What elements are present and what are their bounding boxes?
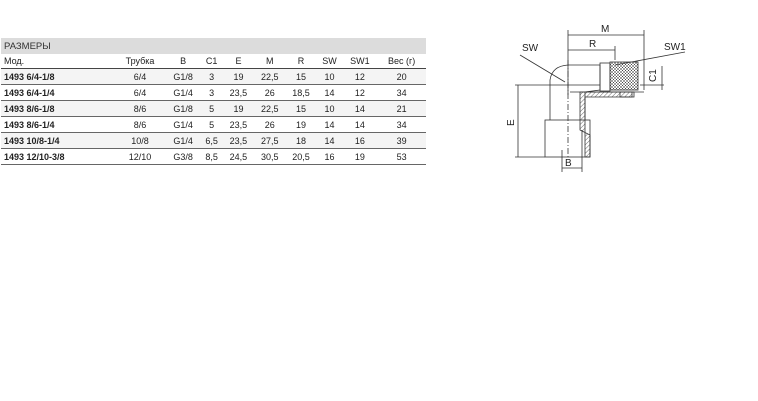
table-cell: 27,5 (254, 132, 286, 149)
column-header: SW1 (342, 54, 378, 69)
column-header: Мод. (1, 54, 115, 69)
table-cell: 14 (342, 100, 378, 117)
column-header: R (285, 54, 317, 69)
column-header: M (254, 54, 286, 69)
table-cell: 1493 6/4-1/4 (1, 84, 115, 101)
table-cell: 20 (377, 68, 426, 85)
table-cell: 6,5 (200, 132, 223, 149)
table-cell: 3 (200, 84, 223, 101)
column-header: SW (316, 54, 343, 69)
table-cell: 23,5 (222, 132, 255, 149)
column-header: C1 (200, 54, 223, 69)
table-cell: 19 (285, 116, 317, 133)
column-header: B (165, 54, 201, 69)
table-cell: 14 (316, 84, 343, 101)
table-cell: 14 (316, 132, 343, 149)
label-SW: SW (522, 43, 539, 54)
table-cell: 18 (285, 132, 317, 149)
table-cell: 24,5 (222, 148, 255, 165)
table-cell: G3/8 (165, 148, 201, 165)
table-cell: 26 (254, 84, 286, 101)
table-cell: 5 (200, 116, 223, 133)
label-R: R (589, 39, 596, 50)
table-cell: 22,5 (254, 100, 286, 117)
table-cell: 1493 12/10-3/8 (1, 148, 115, 165)
table-cell: 10 (316, 100, 343, 117)
table-cell: 22,5 (254, 68, 286, 85)
column-header: Трубка (114, 54, 166, 69)
table-cell: 12/10 (114, 148, 166, 165)
table-cell: 15 (285, 68, 317, 85)
table-cell: 19 (222, 68, 255, 85)
label-B: B (565, 158, 572, 169)
table-cell: 16 (316, 148, 343, 165)
table-cell: 1493 10/8-1/4 (1, 132, 115, 149)
label-SW1: SW1 (664, 42, 686, 53)
table-cell: 12 (342, 68, 378, 85)
table-cell: 12 (342, 84, 378, 101)
table-cell: 34 (377, 116, 426, 133)
table-cell: 16 (342, 132, 378, 149)
table-cell: 19 (222, 100, 255, 117)
label-C1: C1 (648, 69, 659, 82)
table-cell: 8/6 (114, 100, 166, 117)
table-cell: G1/4 (165, 116, 201, 133)
table-cell: 10 (316, 68, 343, 85)
table-title: РАЗМЕРЫ (1, 38, 426, 54)
table-cell: G1/8 (165, 68, 201, 85)
table-cell: 1493 8/6-1/8 (1, 100, 115, 117)
table-cell: 26 (254, 116, 286, 133)
table-cell: 5 (200, 100, 223, 117)
table-cell: 53 (377, 148, 426, 165)
table-cell: 6/4 (114, 68, 166, 85)
table-cell: 39 (377, 132, 426, 149)
table-cell: 14 (342, 116, 378, 133)
table-cell: 19 (342, 148, 378, 165)
table-cell: G1/4 (165, 84, 201, 101)
column-header: E (222, 54, 255, 69)
table-title-row: РАЗМЕРЫ (1, 38, 426, 54)
table-cell: 8/6 (114, 116, 166, 133)
table-cell: 6/4 (114, 84, 166, 101)
table-cell: G1/8 (165, 100, 201, 117)
table-cell: 1493 6/4-1/8 (1, 68, 115, 85)
table-cell: 10/8 (114, 132, 166, 149)
table-cell: 21 (377, 100, 426, 117)
table-cell: 14 (316, 116, 343, 133)
table-cell: 18,5 (285, 84, 317, 101)
table-cell: 23,5 (222, 84, 255, 101)
table-cell: 1493 8/6-1/4 (1, 116, 115, 133)
column-header: Вес (г) (377, 54, 426, 69)
label-E: E (506, 119, 517, 126)
table-cell: 3 (200, 68, 223, 85)
table-cell: 30,5 (254, 148, 286, 165)
table-cell: 20,5 (285, 148, 317, 165)
table-cell: 23,5 (222, 116, 255, 133)
table-cell: 15 (285, 100, 317, 117)
label-M: M (601, 24, 609, 35)
table-cell: G1/4 (165, 132, 201, 149)
table-cell: 8,5 (200, 148, 223, 165)
table-cell: 34 (377, 84, 426, 101)
